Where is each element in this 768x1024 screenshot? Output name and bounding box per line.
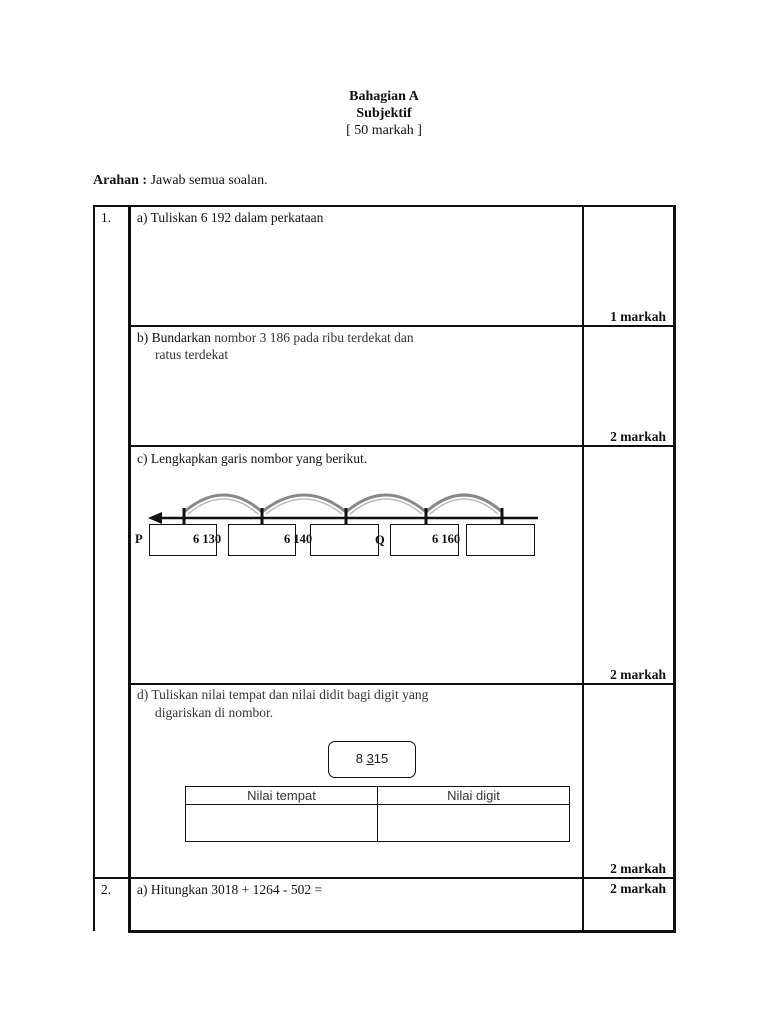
arc-2 bbox=[261, 493, 347, 514]
label-p: P bbox=[135, 532, 143, 546]
question-1b-mark: 2 markah bbox=[610, 429, 666, 444]
question-1b-line1: b) Bundarkan nombor 3 186 pada ribu terd… bbox=[137, 329, 414, 346]
question-1b-prefix: b) Bundarkan bbox=[137, 330, 211, 345]
question-1d-line2: digariskan di nombor. bbox=[155, 705, 274, 720]
number-line-arrow bbox=[148, 512, 162, 524]
table-left-border bbox=[93, 205, 95, 931]
section-marks: [ 50 markah ] bbox=[346, 123, 422, 138]
underlined-digit: 3 bbox=[366, 751, 374, 766]
question-2a-text: a) Hitungkan 3018 + 1264 - 502 = bbox=[137, 882, 323, 897]
number-suffix: 15 bbox=[373, 751, 389, 766]
question-1b-line2: ratus terdekat bbox=[155, 347, 229, 362]
instruction: Arahan : Jawab semua soalan. bbox=[93, 172, 268, 189]
number-line-box-1 bbox=[149, 524, 217, 556]
row-divider-a bbox=[128, 325, 675, 327]
number-line-box-5 bbox=[466, 524, 535, 556]
question-1-number: 1. bbox=[101, 210, 112, 225]
question-1d-line1: d) Tuliskan nilai tempat dan nilai didit… bbox=[137, 687, 429, 702]
number-line-diagram bbox=[148, 493, 538, 524]
marks-column-divider bbox=[582, 205, 584, 933]
row-divider-b bbox=[128, 445, 675, 447]
number-line-ticks bbox=[182, 508, 504, 524]
number-line-box-3 bbox=[310, 524, 379, 556]
column-header-place-value: Nilai tempat bbox=[185, 786, 378, 805]
number-line-box-2 bbox=[228, 524, 296, 556]
row-divider-q2 bbox=[93, 877, 675, 879]
answer-cell-digit-value[interactable] bbox=[377, 804, 570, 842]
arc-1 bbox=[183, 493, 263, 514]
table-right-border bbox=[673, 205, 676, 933]
instruction-label: Arahan : bbox=[93, 173, 148, 188]
answer-cell-place-value[interactable] bbox=[185, 804, 378, 842]
label-q: Q bbox=[375, 533, 385, 547]
column-header-digit-value: Nilai digit bbox=[377, 786, 570, 805]
arc-3 bbox=[345, 493, 427, 514]
question-1c-text: c) Lengkapkan garis nombor yang berikut. bbox=[137, 451, 368, 466]
number-8315-box: 8 315 bbox=[328, 741, 416, 778]
question-1c-mark: 2 markah bbox=[610, 667, 666, 682]
value-6130: 6 130 bbox=[193, 532, 222, 546]
value-6160: 6 160 bbox=[432, 532, 461, 546]
section-title: Bahagian A bbox=[349, 89, 419, 104]
question-1d-mark: 2 markah bbox=[610, 861, 666, 876]
table-top-border bbox=[93, 205, 675, 207]
row-divider-c bbox=[128, 683, 675, 685]
question-1a-mark: 1 markah bbox=[610, 309, 666, 324]
question-1a-text: a) Tuliskan 6 192 dalam perkataan bbox=[137, 210, 324, 225]
question-2a-mark: 2 markah bbox=[610, 881, 666, 896]
answer-table: Nilai tempat Nilai digit bbox=[185, 786, 570, 842]
arc-4 bbox=[425, 493, 503, 514]
number-column-divider bbox=[128, 205, 131, 933]
question-2-number: 2. bbox=[101, 882, 112, 897]
table-bottom-border bbox=[128, 930, 675, 933]
section-type: Subjektif bbox=[356, 106, 412, 121]
value-6140: 6 140 bbox=[284, 532, 313, 546]
number-line-arcs bbox=[183, 493, 503, 514]
number-line-box-4 bbox=[390, 524, 459, 556]
instruction-text: Jawab semua soalan. bbox=[147, 173, 268, 188]
question-1b-text: nombor 3 186 pada ribu terdekat dan bbox=[210, 330, 414, 345]
number-prefix: 8 bbox=[355, 751, 367, 766]
